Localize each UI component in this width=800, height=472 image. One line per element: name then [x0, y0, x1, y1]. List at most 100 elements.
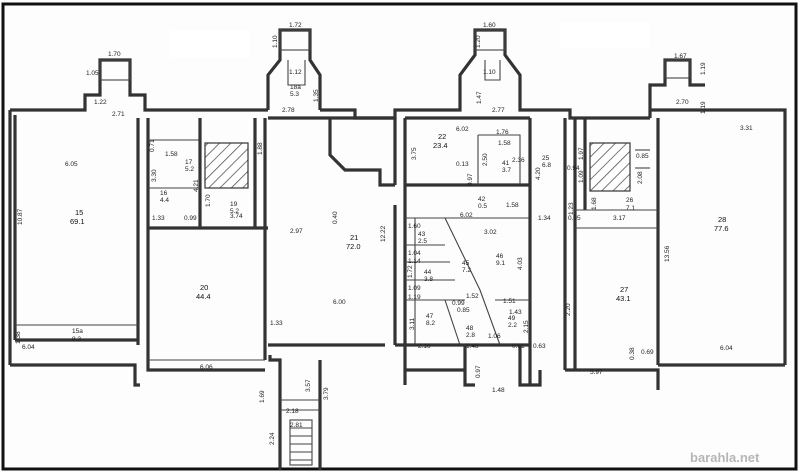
stairs — [289, 419, 313, 466]
dim: 1.35 — [313, 89, 320, 102]
room-18a-num: 18a — [290, 84, 301, 91]
dim: 1.04 — [408, 250, 421, 257]
room-46-num: 46 — [496, 253, 504, 260]
dim: 6.06 — [200, 364, 213, 371]
room-27-area: 43.1 — [616, 294, 631, 303]
right-block-walls — [555, 58, 787, 390]
dim: 3.31 — [740, 125, 753, 132]
dim: 6.04 — [22, 344, 35, 351]
dim: 1.69 — [259, 390, 266, 403]
dim: 1.72 — [289, 22, 302, 29]
left-block-walls — [8, 58, 268, 387]
dim: 1.23 — [568, 202, 575, 215]
dim: 0.61 — [512, 343, 525, 350]
room-49-num: 49 — [508, 315, 516, 322]
dim: 1.19 — [700, 62, 707, 75]
room-45-area: 7.2 — [462, 267, 471, 274]
dim: 0.99 — [184, 215, 197, 222]
room-45-num: 45 — [462, 260, 470, 267]
dim: 1.70 — [108, 51, 121, 58]
dim: 2.71 — [112, 111, 125, 118]
room-49-area: 2.2 — [508, 322, 517, 329]
dim: 1.43 — [509, 309, 522, 316]
dim: 0.13 — [456, 161, 469, 168]
dim: 3.75 — [411, 147, 418, 160]
room-labels: 15 69.1 15a 8.3 16 4.4 17 5.2 18a 5.3 19… — [70, 84, 729, 343]
dim: 0.63 — [533, 343, 546, 350]
dim: 0.97 — [467, 173, 474, 186]
dim: 1.76 — [496, 129, 509, 136]
dim: 4.03 — [517, 257, 524, 270]
dim: 0.85 — [457, 307, 470, 314]
room-19-area: 5.2 — [230, 208, 239, 215]
room-17-area: 5.2 — [185, 166, 194, 173]
dim: 0.95 — [568, 215, 581, 222]
dim: 0.94 — [567, 165, 580, 172]
dim: 1.12 — [289, 69, 302, 76]
dim: 10.87 — [17, 208, 24, 225]
dim: 1.52 — [466, 293, 479, 300]
dim: 1.97 — [578, 147, 585, 160]
dim: 1.58 — [506, 202, 519, 209]
shaft-hatched — [204, 142, 249, 189]
room-42-area: 0.5 — [478, 203, 487, 210]
room-15a-num: 15a — [72, 328, 83, 335]
room-47-num: 47 — [426, 313, 434, 320]
dim: 5.97 — [590, 369, 603, 376]
dim: 2.18 — [286, 408, 299, 415]
room-19-num: 19 — [230, 201, 238, 208]
dim: 4.20 — [535, 167, 542, 180]
dim: 1.06 — [488, 333, 501, 340]
dim: 2.77 — [492, 107, 505, 114]
dim: 1.70 — [205, 194, 212, 207]
dim: 1.09 — [578, 170, 585, 183]
dim: 1.60 — [408, 223, 421, 230]
dim: 6.02 — [460, 212, 473, 219]
dim: 0.40 — [332, 211, 339, 224]
dim: 3.57 — [305, 379, 312, 392]
room-47-area: 8.2 — [426, 320, 435, 327]
dim: 1.09 — [408, 285, 421, 292]
dim: 2.78 — [282, 107, 295, 114]
watermark: barahla.net — [690, 450, 760, 465]
dim: 3.30 — [151, 169, 158, 182]
dim: 1.38 — [15, 331, 22, 344]
dim: 3.02 — [484, 229, 497, 236]
room-48-area: 2.8 — [466, 332, 475, 339]
dim: 6.05 — [65, 161, 78, 168]
dim: 6.00 — [333, 299, 346, 306]
room-21-num: 21 — [350, 233, 358, 242]
dim: 1.60 — [483, 22, 496, 29]
dim: 1.19 — [408, 294, 421, 301]
dim: 1.34 — [538, 215, 551, 222]
dim: 1.19 — [700, 101, 707, 114]
dim: 1.33 — [270, 320, 283, 327]
dim: 1.22 — [94, 99, 107, 106]
room-22-num: 22 — [438, 132, 446, 141]
room-46-area: 9.1 — [496, 260, 505, 267]
room-16-num: 16 — [160, 190, 168, 197]
room-28-area: 77.6 — [714, 224, 729, 233]
dim: 2.81 — [290, 422, 303, 429]
room-22-area: 23.4 — [433, 141, 448, 150]
dim: 1.58 — [165, 151, 178, 158]
room-18a-area: 5.3 — [290, 91, 299, 98]
dim: 3.17 — [613, 215, 626, 222]
room-20-area: 44.4 — [196, 292, 211, 301]
dim: 3.79 — [323, 387, 330, 400]
dim: 1.14 — [408, 258, 421, 265]
dim: 1.33 — [152, 215, 165, 222]
room-26-area: 7.1 — [626, 205, 635, 212]
room-15a-area: 8.3 — [72, 336, 81, 343]
dim: 2.16 — [418, 343, 431, 350]
dim: 1.48 — [466, 343, 479, 350]
room-41-num: 41 — [502, 160, 510, 167]
dim: 1.48 — [492, 387, 505, 394]
dim: 2.50 — [482, 153, 489, 166]
dim: 2.70 — [676, 99, 689, 106]
dim: 13.56 — [664, 245, 671, 262]
dim: 1.67 — [674, 53, 687, 60]
center-block-walls — [266, 28, 555, 470]
